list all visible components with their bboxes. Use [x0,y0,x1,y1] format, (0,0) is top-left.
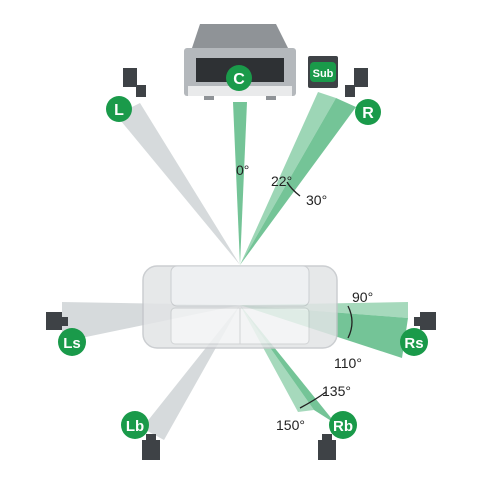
speaker-left-back-icon [142,434,160,460]
beam-center [233,102,247,265]
arc-back [299,391,327,409]
speaker-left-icon [123,68,146,97]
badge-left-surround-label: Ls [63,335,81,352]
badge-subwoofer: Sub [310,62,336,82]
beam-right-outer [240,98,356,265]
angle-arcs [286,181,353,409]
badge-right: R [355,99,381,125]
badges: C L R Sub Ls Rs Lb Rb [58,62,428,439]
beam-left [116,103,240,265]
speaker-right-back-icon [318,434,336,460]
badge-left-label: L [114,102,124,119]
badge-left-back-label: Lb [126,418,144,435]
badge-left: L [106,96,132,122]
speaker-right-surround-icon [414,312,436,330]
badge-right-back: Rb [329,411,357,439]
badge-center: C [226,65,252,91]
angle-front-max-label: 30° [306,192,327,208]
angle-side-min-label: 90° [352,289,373,305]
angle-back-max-label: 150° [276,417,305,433]
angle-front-min-label: 22° [271,173,292,189]
speaker-left-surround-icon [46,312,68,330]
badge-left-surround: Ls [58,328,86,356]
badge-left-back: Lb [121,411,149,439]
badge-right-surround-label: Rs [404,335,423,352]
sofa [142,265,338,349]
angle-back-min-label: 135° [322,383,351,399]
badge-subwoofer-label: Sub [313,68,334,80]
speaker-right-icon [345,68,368,97]
angle-center-label: 0° [236,162,249,178]
angle-labels: 0° 22° 30° 90° 110° 135° 150° [236,162,373,433]
badge-center-label: C [233,71,245,88]
beam-right-inner [240,92,336,265]
badge-right-label: R [362,105,374,122]
badge-right-back-label: Rb [333,418,353,435]
angle-side-max-label: 110° [334,355,362,371]
arc-front [286,181,301,197]
arc-side [347,305,353,339]
badge-right-surround: Rs [400,328,428,356]
